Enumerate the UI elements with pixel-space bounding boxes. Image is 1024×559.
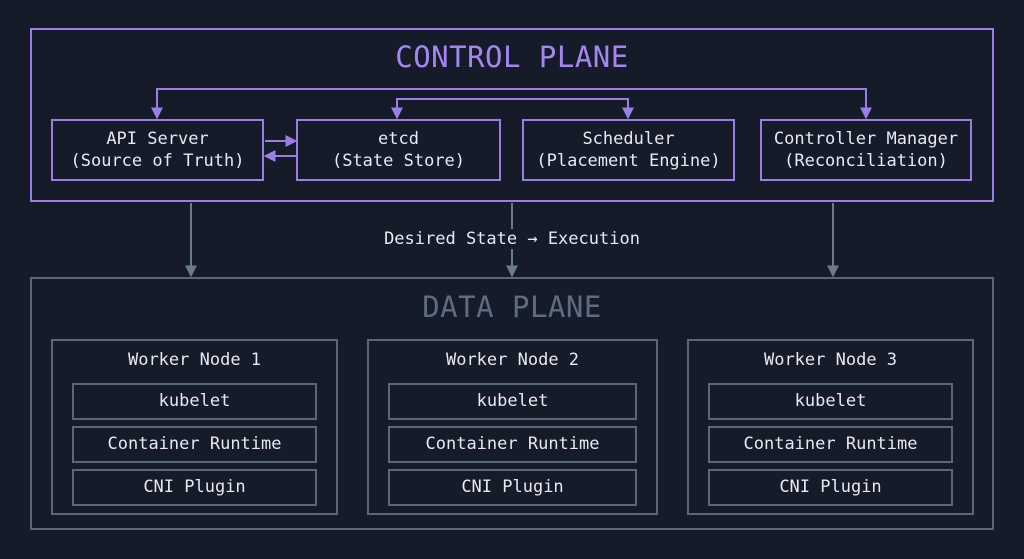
api-server-detail: (Source of Truth): [70, 151, 245, 171]
worker-node-title: Worker Node 1: [127, 350, 262, 370]
flow-label-text: Desired State → Execution: [380, 229, 644, 249]
scheduler-box: Scheduler (Placement Engine): [522, 119, 735, 181]
etcd-name: etcd: [378, 129, 419, 149]
kubelet-box: kubelet: [72, 383, 317, 420]
api-server-name: API Server: [106, 129, 209, 149]
control-plane: CONTROL PLANE: [30, 28, 994, 202]
etcd-detail: (State Store): [331, 151, 466, 171]
flow-label: Desired State → Execution: [0, 229, 1024, 249]
cni-plugin-box: CNI Plugin: [388, 469, 637, 506]
api-server-box: API Server (Source of Truth): [51, 119, 264, 181]
container-runtime-box: Container Runtime: [708, 426, 953, 463]
controller-manager-name: Controller Manager: [773, 129, 959, 149]
controller-manager-box: Controller Manager (Reconciliation): [760, 119, 972, 181]
kubelet-box: kubelet: [388, 383, 637, 420]
scheduler-detail: (Placement Engine): [536, 151, 721, 171]
worker-node-2: Worker Node 2 kubelet Container Runtime …: [367, 339, 658, 515]
scheduler-name: Scheduler: [582, 129, 675, 149]
api-to-controller-connector: [151, 88, 872, 120]
etcd-to-scheduler-connector: [391, 98, 634, 120]
kubelet-box: kubelet: [708, 383, 953, 420]
data-plane: DATA PLANE: [30, 277, 994, 530]
data-plane-title: DATA PLANE: [422, 290, 602, 324]
container-runtime-box: Container Runtime: [72, 426, 317, 463]
control-plane-title: CONTROL PLANE: [395, 40, 629, 74]
worker-node-1: Worker Node 1 kubelet Container Runtime …: [51, 339, 338, 515]
container-runtime-box: Container Runtime: [388, 426, 637, 463]
worker-node-title: Worker Node 2: [445, 350, 580, 370]
cni-plugin-box: CNI Plugin: [708, 469, 953, 506]
controller-manager-detail: (Reconciliation): [784, 151, 948, 171]
cni-plugin-box: CNI Plugin: [72, 469, 317, 506]
worker-node-3: Worker Node 3 kubelet Container Runtime …: [687, 339, 974, 515]
worker-node-title: Worker Node 3: [763, 350, 898, 370]
etcd-box: etcd (State Store): [296, 119, 501, 181]
